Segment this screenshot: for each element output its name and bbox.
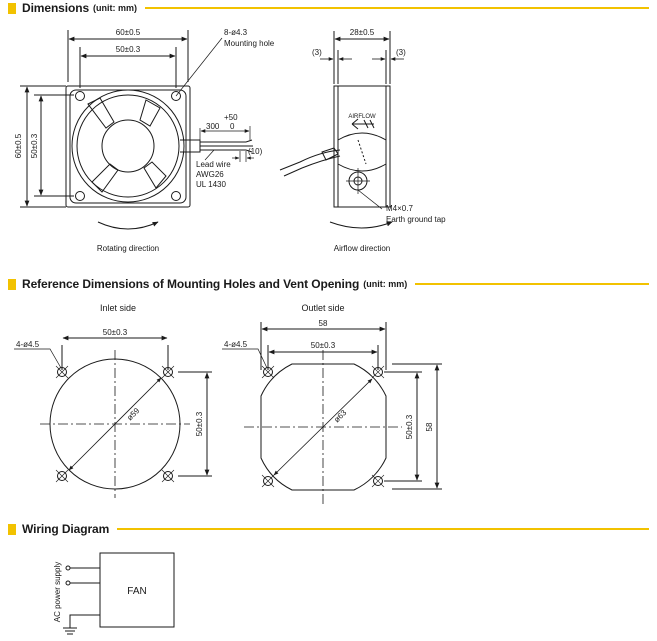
ac-supply-label: AC power supply — [53, 562, 62, 622]
section-unit: (unit: mm) — [93, 3, 138, 13]
supply-terminal — [65, 565, 71, 571]
pitch-dim-label: 50±0.3 — [116, 45, 141, 54]
inlet-hole — [163, 471, 173, 481]
section-rule — [117, 528, 649, 530]
awg-label: AWG26 — [196, 170, 224, 179]
inlet-diameter-label: ø59 — [125, 406, 142, 423]
outlet-hole — [373, 367, 383, 377]
section-rule — [415, 283, 649, 285]
outlet-hole — [373, 476, 383, 486]
airflow-arrow — [351, 118, 375, 130]
height-pitch-label: 50±0.3 — [30, 133, 39, 158]
lead-tolerance-label: +50 — [224, 113, 238, 122]
depth-dim-label: 28±0.5 — [350, 28, 375, 37]
hole-name-label: Mounting hole — [224, 39, 275, 48]
inlet-vent-circle — [49, 358, 181, 490]
inlet-hole-label: 4-ø4.5 — [16, 340, 40, 349]
outlet-vent-shape — [260, 363, 387, 491]
wiring-diagram — [63, 552, 175, 635]
fan-side-body — [333, 85, 391, 208]
outlet-height-label: 58 — [425, 422, 434, 431]
mounting-hole — [171, 191, 181, 201]
height-dim-label: 60±0.5 — [14, 133, 23, 158]
wiring-header: Wiring Diagram — [8, 521, 649, 537]
earth-tap-label: Earth ground tap — [386, 215, 446, 224]
inlet-hole — [57, 471, 67, 481]
outlet-caption: Outlet side — [301, 303, 344, 313]
outlet-width-label: 58 — [319, 319, 328, 328]
fan-label: FAN — [127, 586, 146, 597]
fan-opening — [71, 89, 185, 203]
section-title: Reference Dimensions of Mounting Holes a… — [22, 277, 360, 291]
section-marker — [8, 278, 16, 290]
lead-wire-label: Lead wire — [196, 160, 231, 169]
fan-hub — [101, 119, 155, 173]
outlet-pitch-label: 50±0.3 — [311, 341, 336, 350]
airflow-marking: AIRFLOW — [348, 114, 376, 120]
inlet-pitch-label: 50±0.3 — [103, 328, 128, 337]
mounting-hole — [171, 91, 181, 101]
outlet-diameter-label: ø63 — [332, 408, 349, 425]
flange-right-label: (3) — [396, 48, 406, 57]
reference-header: Reference Dimensions of Mounting Holes a… — [8, 276, 649, 292]
side-view — [279, 31, 404, 229]
front-view — [20, 30, 254, 230]
strip-length-label: (10) — [248, 147, 263, 156]
fan-frame — [65, 85, 191, 208]
mounting-hole — [75, 191, 85, 201]
inlet-view — [14, 335, 212, 498]
section-title: Dimensions — [22, 1, 90, 15]
fan-box — [99, 552, 175, 628]
airflow-direction-arrow — [329, 221, 393, 229]
inlet-hole — [163, 367, 173, 377]
supply-terminal — [65, 580, 71, 586]
mounting-hole — [75, 91, 85, 101]
rotating-direction-label: Rotating direction — [97, 244, 159, 253]
ul-label: UL 1430 — [196, 180, 227, 189]
lead-tolerance-zero: 0 — [230, 122, 235, 131]
width-dim-label: 60±0.5 — [116, 28, 141, 37]
outlet-hole-label: 4-ø4.5 — [224, 340, 248, 349]
inlet-caption: Inlet side — [100, 303, 136, 313]
outlet-hole — [263, 367, 273, 377]
inlet-pitch-v-label: 50±0.3 — [195, 411, 204, 436]
airflow-direction-label: Airflow direction — [334, 244, 390, 253]
outlet-pitch-v-label: 50±0.3 — [405, 414, 414, 439]
hole-count-label: 8-ø4.3 — [224, 28, 248, 37]
section-marker — [8, 2, 16, 14]
flange-left-label: (3) — [312, 48, 322, 57]
inlet-hole — [57, 367, 67, 377]
section-rule — [145, 7, 649, 9]
outlet-view — [222, 322, 442, 504]
section-title: Wiring Diagram — [22, 522, 110, 536]
dimensions-header: Dimensions (unit: mm) — [8, 0, 649, 16]
screw-size-label: M4×0.7 — [386, 204, 413, 213]
rotation-arrow — [97, 221, 159, 230]
outlet-hole — [263, 476, 273, 486]
lead-length-label: 300 — [206, 122, 220, 131]
section-unit: (unit: mm) — [363, 279, 408, 289]
section-marker — [8, 523, 16, 535]
